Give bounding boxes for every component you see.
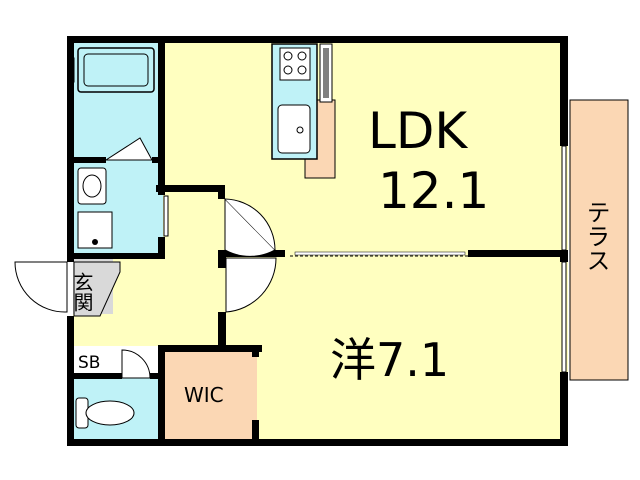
washing-machine-drum-icon — [92, 239, 98, 245]
range-hood-inner — [323, 48, 329, 98]
washbasin-bowl-icon — [82, 174, 102, 198]
washbasin-icon — [77, 167, 107, 205]
terrace-label: テラス — [582, 200, 610, 272]
wic-floor — [165, 346, 257, 442]
toilet-bowl-icon — [85, 400, 135, 426]
stove-icon — [279, 47, 311, 81]
windows — [561, 145, 567, 373]
shoebox-label: SB — [78, 353, 100, 373]
sink-icon — [277, 104, 311, 154]
sink-drain-icon — [296, 126, 304, 134]
sliding-door-panel — [294, 251, 466, 256]
ldk-area: 12.1 — [378, 162, 489, 220]
western-room-floor — [225, 253, 568, 442]
stove-burners — [283, 51, 307, 75]
entrance-step — [73, 261, 121, 317]
bathtub-inner — [83, 53, 149, 87]
western-room-name: 洋7.1 — [330, 333, 449, 387]
terrace — [569, 99, 629, 381]
ldk-name: LDK — [368, 102, 468, 160]
entrance-label: 玄関 — [70, 272, 94, 312]
wic-label: WIC — [184, 383, 224, 407]
doors — [14, 137, 277, 379]
